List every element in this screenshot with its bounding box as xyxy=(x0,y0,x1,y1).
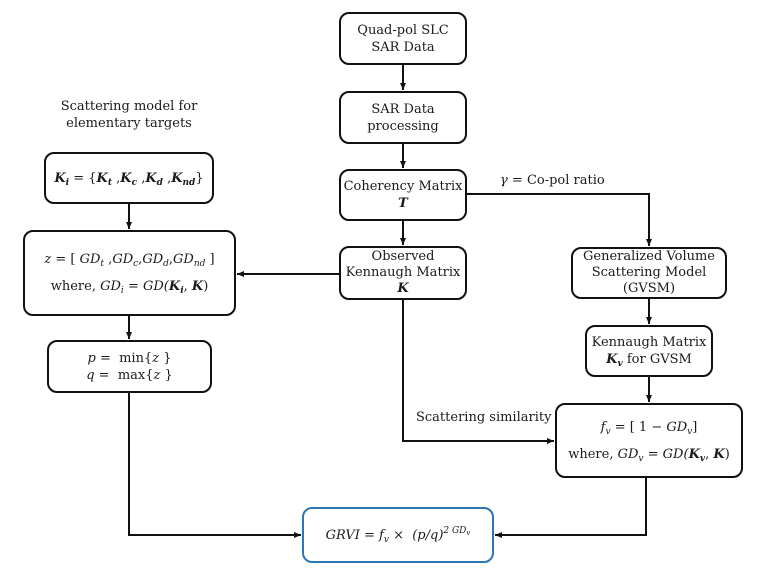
node-text: Quad-pol SLC xyxy=(357,22,449,38)
node-quadpol-sar-data: Quad-pol SLC SAR Data xyxy=(339,12,467,65)
node-geodesic-distance-vector: z = [ GDt ,GDc,GDd,GDnd ] where, GDi = G… xyxy=(23,230,236,316)
node-kennaugh-matrix-kv: Kennaugh Matrix Kv for GVSM xyxy=(585,325,713,377)
node-text: Observed xyxy=(371,249,435,264)
node-symbol: T xyxy=(398,196,408,211)
fv-equation: fv = [ 1 − GDv] xyxy=(600,419,698,437)
node-grvi-result: GRVI = fv × (p/q)2 GDv xyxy=(302,507,494,563)
node-text: processing xyxy=(367,118,439,134)
edge-coherency-gvsm xyxy=(467,193,652,246)
node-text: (GVSM) xyxy=(622,281,676,296)
node-elementary-kennaugh-set: Ki = {Kt ,Kc ,Kd ,Knd} xyxy=(44,152,214,204)
node-symbol: K xyxy=(397,281,409,296)
edge-pq-grvi xyxy=(128,393,301,538)
gamma-symbol: γ xyxy=(500,173,508,188)
z-equation: z = [ GDt ,GDc,GDd,GDnd ] xyxy=(44,252,215,269)
node-text: Scattering Model xyxy=(591,265,707,280)
label-scattering-similarity: Scattering similarity xyxy=(416,410,552,425)
node-text: Kennaugh Matrix xyxy=(591,335,707,350)
gdv-definition: where, GDv = GD(Kv, K) xyxy=(568,446,730,464)
node-text: SAR Data xyxy=(371,101,435,117)
label-text: elementary targets xyxy=(66,116,192,131)
p-equation: p = min{z } xyxy=(87,350,172,366)
node-gvsm: Generalized Volume Scattering Model (GVS… xyxy=(571,247,727,299)
grvi-equation: GRVI = fv × (p/q)2 GDv xyxy=(325,525,471,545)
node-symbol-sub: v xyxy=(617,359,623,369)
node-fv-similarity: fv = [ 1 − GDv] where, GDv = GD(Kv, K) xyxy=(555,403,743,478)
label-elementary-targets: Scattering model for elementary targets xyxy=(34,98,224,132)
label-text: Scattering model for xyxy=(60,99,198,114)
node-text: Kennaugh Matrix xyxy=(345,265,461,280)
node-symbol: K xyxy=(606,352,618,367)
ki-equation: Ki = {Kt ,Kc ,Kd ,Knd} xyxy=(54,170,204,188)
node-text: SAR Data xyxy=(371,39,435,55)
node-min-max: p = min{z } q = max{z } xyxy=(47,340,212,393)
gdi-definition: where, GDi = GD(Ki, K) xyxy=(50,279,209,296)
node-text: Generalized Volume xyxy=(583,249,715,264)
edge-observed-fv xyxy=(402,300,554,444)
q-equation: q = max{z } xyxy=(86,367,173,383)
node-sar-data-processing: SAR Data processing xyxy=(339,91,467,144)
edge-fv-grvi xyxy=(495,478,647,538)
node-text: for GVSM xyxy=(622,352,692,367)
label-text: = Co-pol ratio xyxy=(507,173,605,188)
node-coherency-matrix: Coherency Matrix T xyxy=(339,169,467,221)
node-text: Coherency Matrix xyxy=(343,179,463,194)
label-copol-ratio: γ = Co-pol ratio xyxy=(500,172,605,189)
node-observed-kennaugh-matrix: Observed Kennaugh Matrix K xyxy=(339,246,467,300)
